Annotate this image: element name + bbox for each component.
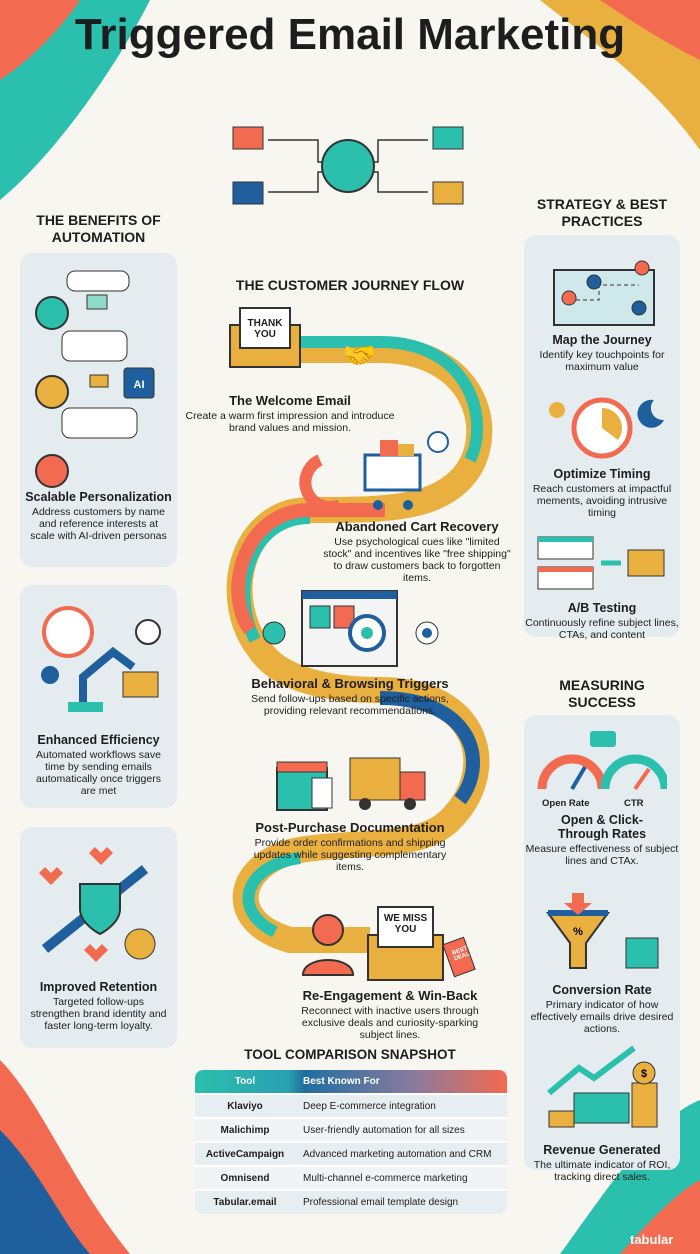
step-title: The Welcome Email (229, 393, 351, 408)
measure-desc: The ultimate indicator of ROI, tracking … (533, 1159, 671, 1183)
win-back-envelope-icon (301, 906, 476, 981)
handshake-icon: 🤝 (343, 340, 376, 370)
ab-test-icon (537, 536, 665, 590)
tool-name: Tabular.email (195, 1189, 295, 1214)
svg-text:AI: AI (134, 379, 145, 391)
strategy-heading: STRATEGY & BEST PRACTICES (536, 196, 668, 229)
welcome-envelope-icon (229, 307, 301, 368)
measure-title: Conversion Rate (552, 983, 652, 997)
benefit-title: Enhanced Efficiency (37, 733, 160, 747)
tool-name: ActiveCampaign (195, 1141, 295, 1166)
funnel-icon: % (546, 893, 659, 969)
measuring-card: Open Rate CTR Open & Click-Through Rates… (524, 715, 680, 1183)
tool-best-known-for: Deep E-commerce integration (295, 1093, 507, 1118)
benefit-desc: Targeted follow-ups strengthen brand ide… (30, 996, 167, 1032)
journey-step-post-purchase: Post-Purchase Documentation Provide orde… (250, 820, 450, 873)
measuring-heading: MEASURING SUCCESS (559, 677, 645, 710)
journey-map-icon (553, 260, 655, 326)
benefit-card-efficiency: Enhanced Efficiency Automated workflows … (20, 585, 177, 808)
tool-best-known-for: Professional email template design (295, 1189, 507, 1214)
benefit-title: Improved Retention (39, 980, 158, 994)
journey-step-abandoned-cart: Abandoned Cart Recovery Use psychologica… (322, 519, 512, 584)
clock-timing-icon (549, 397, 664, 459)
gauge-label-open-rate: Open Rate (542, 798, 590, 809)
step-desc: Create a warm first impression and intro… (185, 410, 395, 434)
measure-desc: Measure effectiveness of subject lines a… (525, 843, 679, 867)
step-title: Re-Engagement & Win-Back (302, 988, 478, 1003)
step-desc: Provide order confirmations and shipping… (253, 837, 447, 873)
benefit-card-retention: Improved Retention Targeted follow-ups s… (20, 827, 177, 1048)
email-network-brain-icon (232, 126, 464, 205)
journey-heading: THE CUSTOMER JOURNEY FLOW (235, 277, 465, 293)
measure-title: Revenue Generated (543, 1143, 661, 1157)
tool-best-known-for: Advanced marketing automation and CRM (295, 1141, 507, 1166)
journey-step-welcome: The Welcome Email Create a warm first im… (185, 393, 395, 434)
chain-shield-icon (39, 847, 156, 962)
tabular-logo: tabular (630, 1232, 674, 1247)
strategy-desc: Identify key touchpoints for maximum val… (539, 349, 665, 373)
benefit-desc: Address customers by name and reference … (30, 506, 167, 542)
gauge-icon (537, 731, 667, 791)
benefit-card-personalization: AI Scalable Personalization Address cust… (20, 253, 177, 567)
step-title: Behavioral & Browsing Triggers (251, 676, 449, 691)
journey-step-behavioral: Behavioral & Browsing Triggers Send foll… (245, 676, 455, 717)
tool-best-known-for: Multi-channel e-commerce marketing (295, 1165, 507, 1190)
measure-desc: Primary indicator of how effectively ema… (530, 999, 674, 1035)
thank-you-note: THANK YOU (247, 318, 283, 340)
page-title: Triggered Email Marketing (74, 10, 626, 59)
strategy-title: Optimize Timing (553, 467, 651, 481)
percent-symbol: % (573, 926, 583, 938)
dollar-symbol: $ (641, 1068, 647, 1080)
step-title: Post-Purchase Documentation (255, 820, 445, 835)
browsing-eye-icon (262, 590, 439, 667)
measure-title: Open & Click-Through Rates (557, 813, 647, 841)
journey-ribbon (226, 336, 493, 953)
tool-name: Klaviyo (195, 1093, 295, 1118)
strategy-title: A/B Testing (567, 601, 637, 615)
step-desc: Use psychological cues like "limited sto… (323, 536, 511, 584)
we-miss-you-note: WE MISS YOU (383, 913, 428, 935)
column-header-tool: Tool (234, 1076, 256, 1087)
tool-best-known-for: User-friendly automation for all sizes (295, 1117, 507, 1142)
step-desc: Send follow-ups based on specific action… (251, 693, 449, 717)
robot-arm-icon (41, 606, 161, 712)
strategy-card: Map the Journey Identify key touchpoints… (524, 235, 680, 641)
tool-name: Omnisend (195, 1165, 295, 1190)
step-title: Abandoned Cart Recovery (335, 519, 499, 534)
gauge-label-ctr: CTR (624, 798, 644, 809)
strategy-desc: Reach customers at impactful mements, av… (532, 483, 672, 519)
tools-heading: TOOL COMPARISON SNAPSHOT (244, 1047, 456, 1062)
cart-magnet-icon (299, 431, 449, 514)
revenue-growth-icon: $ (547, 1045, 658, 1128)
column-header-best-known-for: Best Known For (303, 1076, 380, 1087)
step-desc: Reconnect with inactive users through ex… (301, 1005, 479, 1041)
strategy-desc: Continuously refine subject lines, CTAs,… (525, 617, 679, 641)
strategy-title: Map the Journey (552, 333, 652, 347)
ai-chip-icon: AI (35, 270, 155, 488)
tool-name: Malichimp (195, 1117, 295, 1142)
journey-step-re-engagement: Re-Engagement & Win-Back Reconnect with … (290, 988, 490, 1041)
benefits-heading: THE BENEFITS OF AUTOMATION (36, 212, 161, 245)
gift-delivery-truck-icon (276, 757, 426, 811)
benefit-desc: Automated workflows save time by sending… (36, 749, 161, 797)
benefit-title: Scalable Personalization (25, 490, 172, 504)
